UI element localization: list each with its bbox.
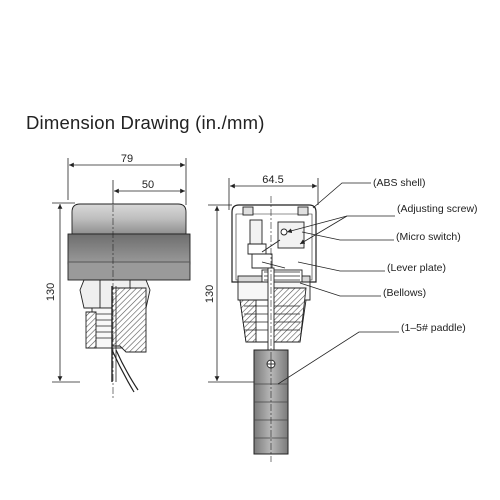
- left-view-switch: [67, 203, 191, 393]
- callout-lever-plate: (Lever plate): [387, 262, 446, 274]
- dimension-64-5: 64.5: [262, 174, 283, 186]
- dimension-79: 79: [121, 153, 133, 165]
- left-dimension-lines: [52, 158, 187, 383]
- dimension-50: 50: [142, 179, 154, 191]
- dimension-130-right: 130: [204, 285, 216, 303]
- dimension-130-left: 130: [45, 283, 57, 301]
- callout-adjusting-screw: (Adjusting screw): [397, 203, 478, 215]
- callout-paddle: (1–5# paddle): [401, 322, 466, 334]
- drawing-title: Dimension Drawing (in./mm): [26, 112, 265, 133]
- callout-bellows: (Bellows): [383, 287, 426, 299]
- callout-leaders: [277, 182, 399, 385]
- right-view-section: [231, 204, 317, 455]
- right-dimension-lines: [208, 178, 319, 383]
- callout-micro-switch: (Micro switch): [396, 231, 461, 243]
- callout-abs-shell: (ABS shell): [373, 177, 426, 189]
